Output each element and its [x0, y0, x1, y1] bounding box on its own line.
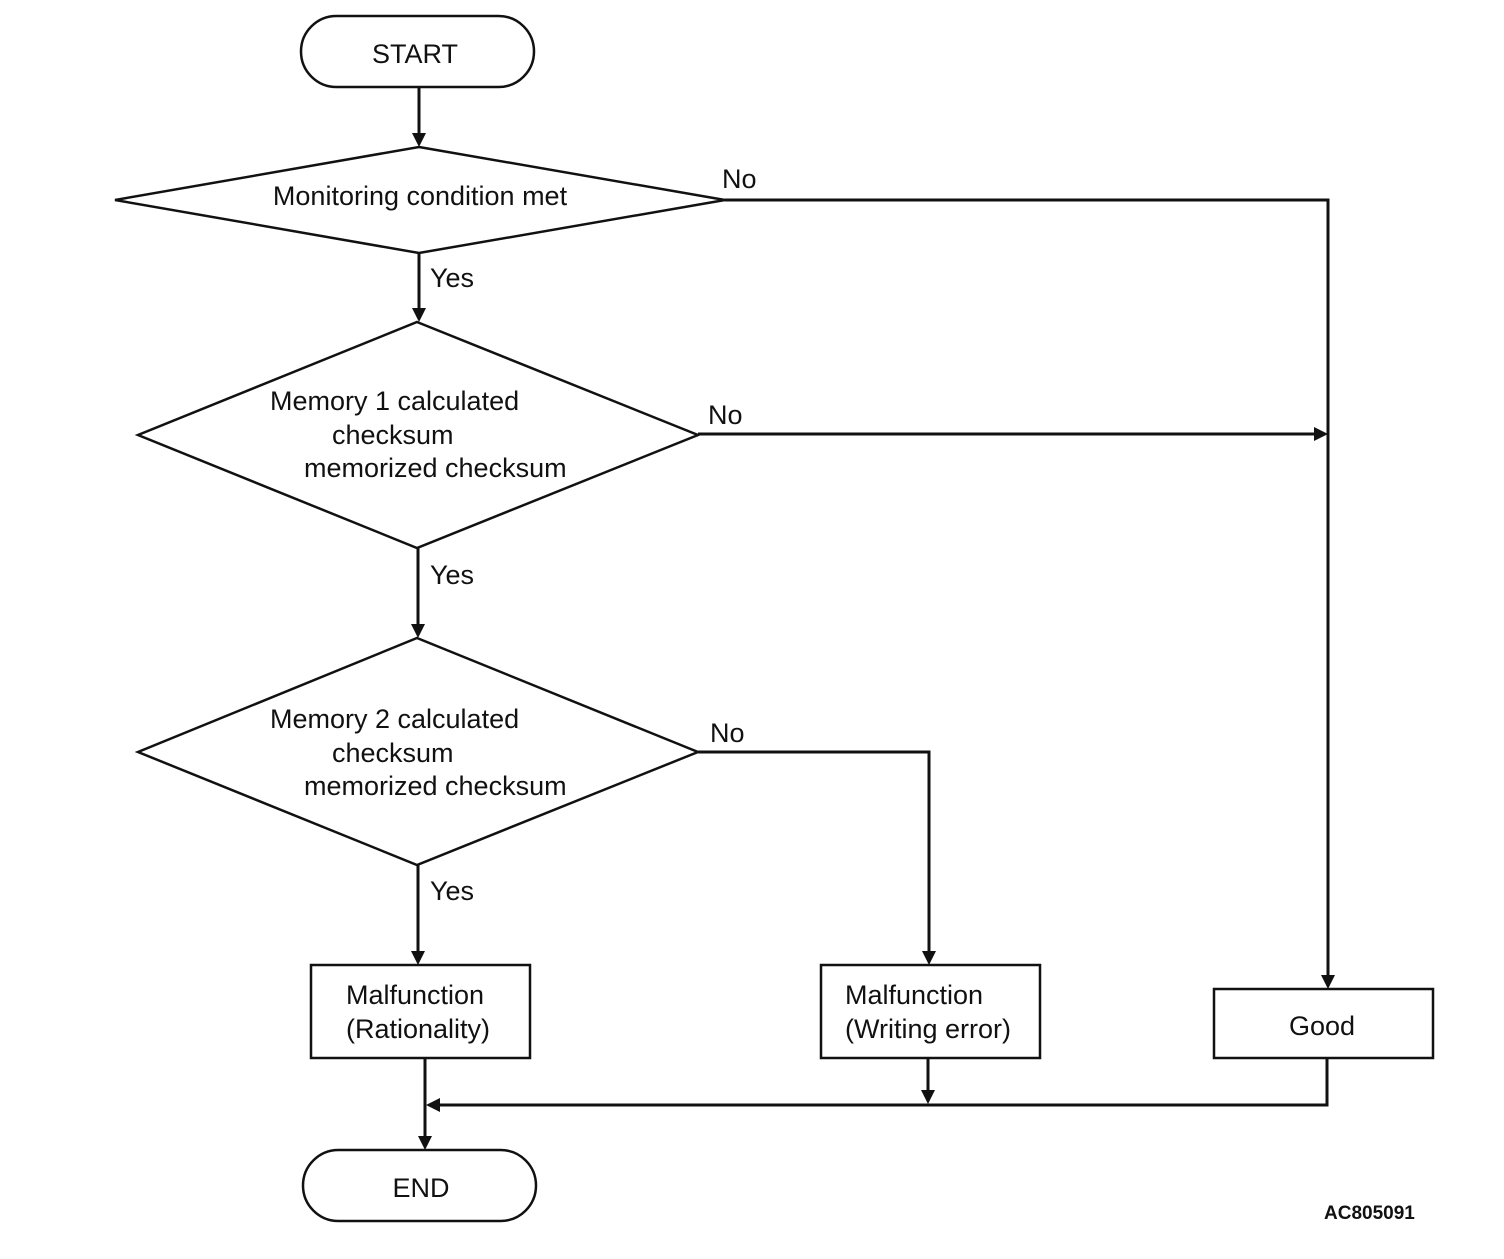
- decision-memory2-checksum: Memory 2 calculated checksum memorized c…: [134, 636, 702, 867]
- arrowhead: [922, 951, 936, 965]
- decision-memory1-line2: checksum: [332, 420, 454, 450]
- result-malfunction-writing-error: Malfunction (Writing error): [819, 963, 1042, 1060]
- connector-memory2-no: [698, 750, 931, 952]
- start-terminal: START: [299, 14, 536, 89]
- decision-memory1-checksum: Memory 1 calculated checksum memorized c…: [134, 320, 702, 550]
- rationality-line2: (Rationality): [346, 1014, 490, 1044]
- arrowhead: [411, 624, 425, 638]
- arrowhead: [1321, 975, 1335, 989]
- end-label: END: [392, 1173, 449, 1203]
- decision-monitoring-label: Monitoring condition met: [273, 181, 568, 211]
- yes-label-memory2: Yes: [430, 876, 474, 906]
- no-label-memory2: No: [710, 718, 745, 748]
- arrowhead: [411, 951, 425, 965]
- connector-good-to-merge: [438, 1058, 1329, 1107]
- start-label: START: [372, 39, 458, 69]
- end-terminal: END: [301, 1148, 538, 1223]
- writing-error-line2: (Writing error): [845, 1014, 1011, 1044]
- no-label-monitoring: No: [722, 164, 757, 194]
- rationality-line1: Malfunction: [346, 980, 484, 1010]
- yes-label-memory1: Yes: [430, 560, 474, 590]
- arrowhead: [921, 1090, 935, 1104]
- figure-code: AC805091: [1324, 1203, 1415, 1224]
- result-good: Good: [1212, 987, 1435, 1060]
- arrowhead: [418, 1136, 432, 1150]
- no-label-memory1: No: [708, 400, 743, 430]
- connector-monitoring-no-to-good: [725, 198, 1330, 976]
- decision-memory2-line3: memorized checksum: [304, 771, 567, 801]
- arrowhead: [1314, 427, 1328, 441]
- decision-memory1-line3: memorized checksum: [304, 453, 567, 483]
- writing-error-line1: Malfunction: [845, 980, 983, 1010]
- arrowhead: [426, 1098, 440, 1112]
- arrowhead: [412, 308, 426, 322]
- decision-memory2-line1: Memory 2 calculated: [270, 704, 519, 734]
- arrowhead: [412, 133, 426, 147]
- yes-label-monitoring: Yes: [430, 263, 474, 293]
- decision-memory1-line1: Memory 1 calculated: [270, 386, 519, 416]
- result-malfunction-rationality: Malfunction (Rationality): [309, 963, 532, 1060]
- decision-monitoring-condition: Monitoring condition met: [114, 145, 726, 255]
- decision-memory2-line2: checksum: [332, 738, 454, 768]
- good-label: Good: [1289, 1011, 1355, 1041]
